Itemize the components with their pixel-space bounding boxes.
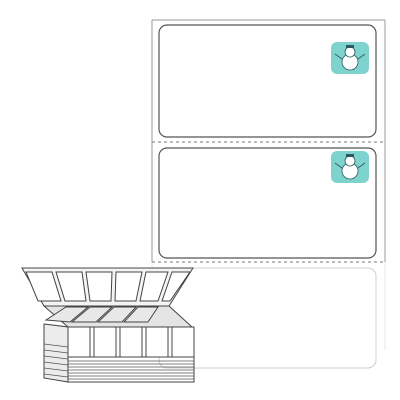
- fanfold-middle-fold: [42, 305, 194, 328]
- snowman-icon: [331, 42, 369, 74]
- label-backing-liner: [151, 19, 386, 262]
- fanfold-stack-block: [43, 323, 195, 383]
- fanfold-top-sheet: [21, 267, 194, 307]
- snowman-icon: [331, 151, 369, 183]
- fanfold-stack-illustration: [21, 267, 195, 383]
- label-2: [158, 147, 377, 259]
- fanfold-stack-layers: [43, 343, 194, 383]
- label-1: [158, 24, 377, 138]
